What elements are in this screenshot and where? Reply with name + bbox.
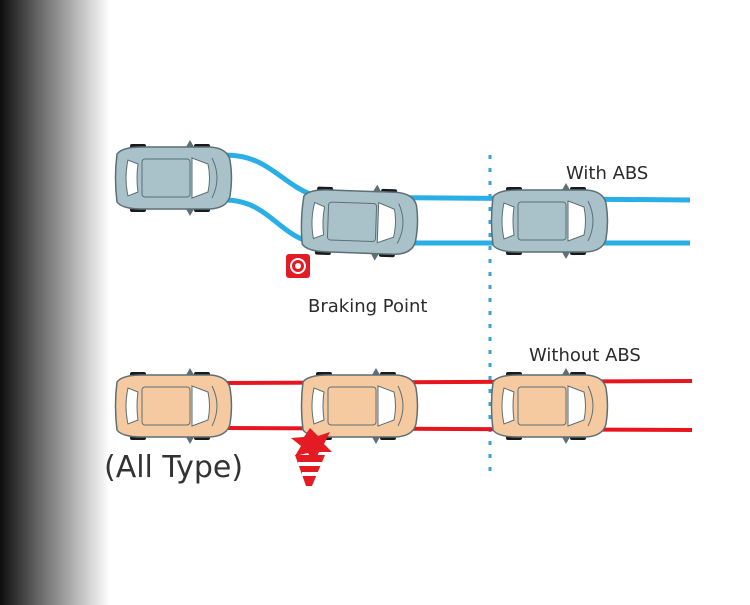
with-abs-label: With ABS — [566, 163, 649, 184]
without-abs-label: Without ABS — [529, 345, 641, 366]
abs-car-start — [114, 139, 233, 217]
no-abs-car-crash — [300, 367, 419, 445]
no-abs-tracks — [224, 379, 693, 432]
crash-burst-icon — [291, 428, 332, 463]
abs-car-swerve — [299, 181, 420, 263]
left-vignette — [0, 0, 110, 605]
abs-car-end — [490, 182, 609, 260]
all-type-label: (All Type) — [104, 450, 244, 485]
no-abs-car-end — [490, 367, 609, 445]
braking-point-label: Braking Point — [308, 296, 428, 317]
traffic-cone-icon — [295, 455, 325, 486]
target-icon — [286, 254, 310, 278]
no-abs-car-start — [114, 367, 233, 445]
